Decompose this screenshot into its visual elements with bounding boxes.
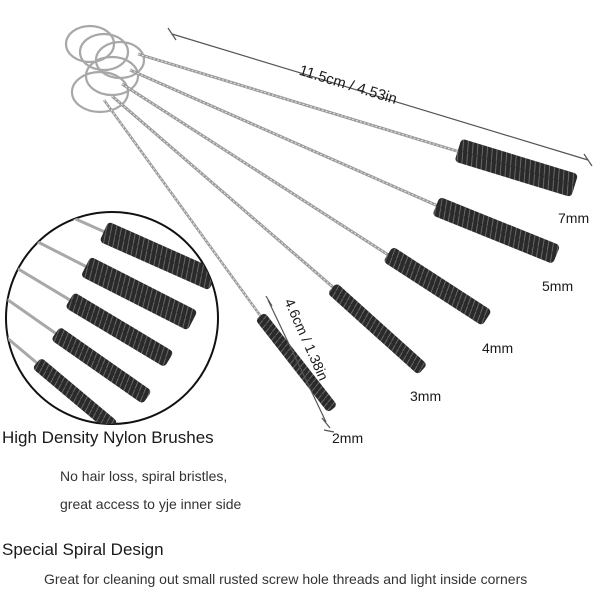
key-rings — [64, 24, 146, 114]
feature-line-nylon-1: No hair loss, spiral bristles, — [60, 468, 228, 484]
zoom-detail-circle — [5, 211, 219, 425]
size-label-7mm: 7mm — [558, 210, 590, 226]
brush-length-dimension — [265, 295, 335, 433]
ring-1 — [64, 24, 116, 64]
size-label-2mm: 2mm — [332, 430, 364, 446]
size-label-3mm: 3mm — [410, 388, 442, 404]
brush-3mm — [111, 94, 426, 374]
brush-7mm — [137, 52, 578, 197]
brush-4mm — [121, 82, 491, 325]
ring-2 — [78, 32, 130, 72]
feature-title-spiral: Special Spiral Design — [2, 540, 164, 559]
feature-line-nylon-2: great access to yje inner side — [60, 496, 242, 512]
size-label-5mm: 5mm — [542, 278, 574, 294]
overall-length-dimension — [167, 27, 593, 167]
brush-5mm — [129, 68, 560, 263]
ring-4 — [84, 55, 140, 97]
size-label-4mm: 4mm — [482, 340, 514, 356]
brush-2mm — [102, 99, 336, 412]
feature-line-spiral-1: Great for cleaning out small rusted scre… — [44, 571, 528, 587]
feature-title-nylon: High Density Nylon Brushes — [2, 428, 214, 447]
ring-5 — [70, 70, 130, 114]
